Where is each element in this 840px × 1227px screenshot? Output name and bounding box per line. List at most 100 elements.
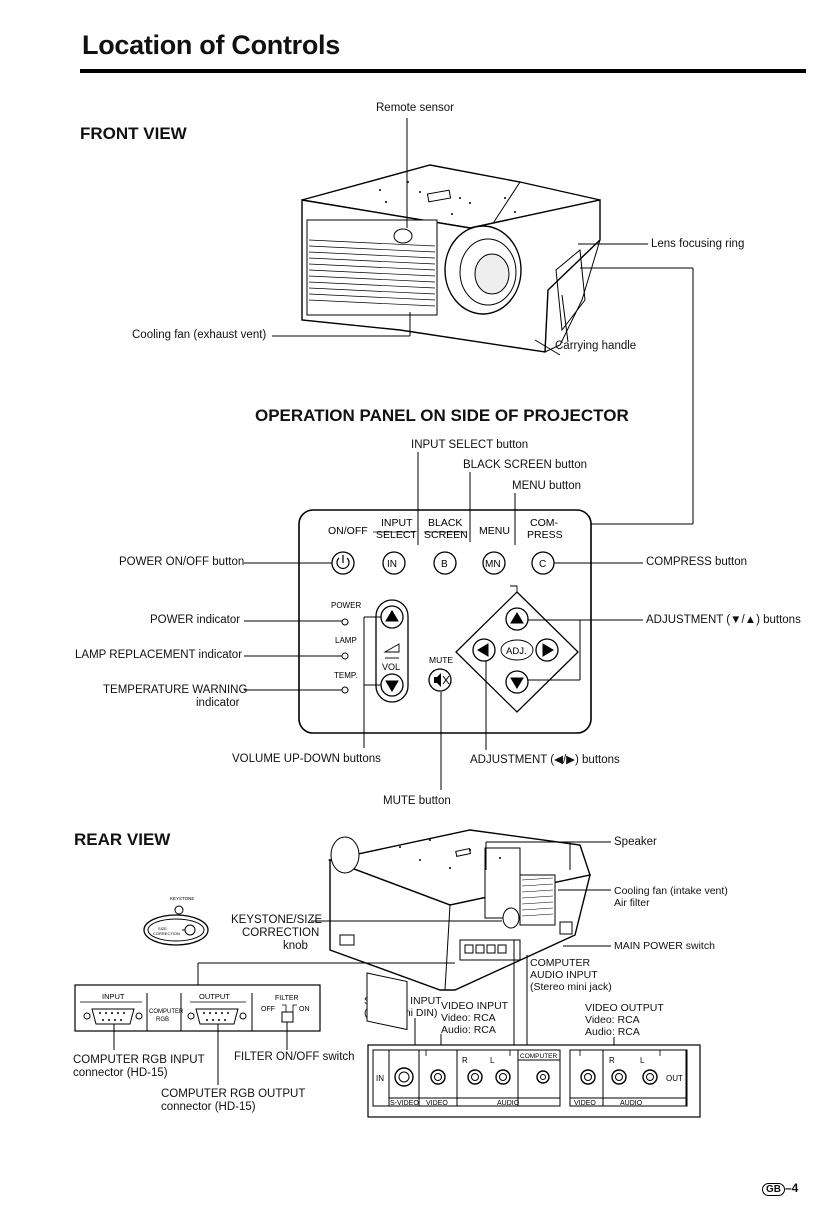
avpanel-text-r-in: R <box>462 1056 468 1065</box>
label-lens-focusing-ring: Lens focusing ring <box>651 238 745 250</box>
panel-text-menu: MENU <box>479 525 510 537</box>
label-adjustment-updown: ADJUSTMENT (▼/▲) buttons <box>646 614 801 626</box>
cpanel-text-filter: FILTER <box>275 995 299 1002</box>
label-computer-rgb-input-1: COMPUTER RGB INPUT <box>73 1054 205 1066</box>
computer-connector-panel <box>74 984 321 1085</box>
label-computer-audio-2: AUDIO INPUT <box>530 969 598 981</box>
label-speaker: Speaker <box>614 836 657 848</box>
panel-text-btn-in: IN <box>387 559 397 570</box>
label-video-input-2: Video: RCA <box>441 1012 496 1024</box>
label-input-select: INPUT SELECT button <box>411 439 529 451</box>
label-filter-switch: FILTER ON/OFF switch <box>234 1051 355 1063</box>
avpanel-text-audio-out: AUDIO <box>620 1100 643 1107</box>
av-panel-text: IN OUT R L COMPUTER R L S-VIDEO VIDEO AU… <box>376 1053 683 1107</box>
cpanel-text-computer: COMPUTER <box>149 1009 184 1015</box>
label-menu: MENU button <box>512 480 582 492</box>
label-power-indicator: POWER indicator <box>150 614 241 626</box>
rear-view-heading: REAR VIEW <box>74 830 171 849</box>
operation-panel-leader-lines <box>244 452 643 790</box>
label-lamp-replacement: LAMP REPLACEMENT indicator <box>75 649 243 661</box>
rear-projector-illustration <box>327 829 591 1031</box>
panel-text-onoff: ON/OFF <box>328 525 368 537</box>
label-video-output-1: VIDEO OUTPUT <box>585 1002 664 1014</box>
panel-text-adj: ADJ. <box>506 646 527 657</box>
label-keystone-2: CORRECTION <box>242 927 320 939</box>
label-computer-audio-3: (Stereo mini jack) <box>530 981 612 993</box>
cpanel-text-rgb: RGB <box>156 1017 169 1023</box>
computer-panel-text: INPUT OUTPUT COMPUTER RGB FILTER OFF ON <box>102 992 310 1023</box>
panel-text-btn-b: B <box>441 559 448 570</box>
page-title: Location of Controls <box>82 30 340 60</box>
panel-text-com-1: COM- <box>530 517 558 529</box>
page-number: GB–4 <box>762 1181 798 1196</box>
cpanel-text-on: ON <box>299 1006 310 1013</box>
avpanel-text-r-out: R <box>609 1056 615 1065</box>
front-view-heading: FRONT VIEW <box>80 124 187 143</box>
label-video-input-3: Audio: RCA <box>441 1024 496 1036</box>
rear-view-leader-lines <box>197 841 615 1077</box>
avpanel-text-audio-in: AUDIO <box>497 1100 520 1107</box>
panel-text-mute: MUTE <box>429 655 453 665</box>
panel-text-btn-mn: MN <box>485 559 501 570</box>
avpanel-text-l-out: L <box>640 1056 645 1065</box>
panel-text-btn-c: C <box>539 559 546 570</box>
label-keystone-1: KEYSTONE/SIZE <box>231 914 323 926</box>
cpanel-text-off: OFF <box>261 1006 275 1013</box>
operation-panel-heading: OPERATION PANEL ON SIDE OF PROJECTOR <box>255 406 629 425</box>
avpanel-text-l-in: L <box>490 1056 495 1065</box>
cpanel-text-output: OUTPUT <box>199 992 230 1001</box>
cpanel-text-input: INPUT <box>102 992 125 1001</box>
panel-text-black-2: SCREEN <box>424 529 468 541</box>
panel-text-temp: TEMP. <box>334 671 357 680</box>
label-power-onoff: POWER ON/OFF button <box>119 556 245 568</box>
label-computer-rgb-output-2: connector (HD-15) <box>161 1101 256 1113</box>
avpanel-text-svideo: S-VIDEO <box>390 1100 419 1107</box>
panel-text-power: POWER <box>331 601 361 610</box>
avpanel-text-video-in: VIDEO <box>426 1100 448 1107</box>
avpanel-text-in: IN <box>376 1074 384 1083</box>
label-computer-rgb-input-2: connector (HD-15) <box>73 1067 168 1079</box>
knob-text-size: SIZE <box>158 926 167 931</box>
label-mute: MUTE button <box>383 795 451 807</box>
label-video-output-2: Video: RCA <box>585 1014 640 1026</box>
label-air-filter: Air filter <box>614 897 650 909</box>
knob-text-keystone: KEYSTONE <box>170 896 194 901</box>
label-cooling-fan-intake: Cooling fan (intake vent) <box>614 885 728 897</box>
label-computer-audio-1: COMPUTER <box>530 957 591 969</box>
keystone-knob-illustration <box>143 905 209 946</box>
title-rule <box>80 69 806 73</box>
label-temperature-warning-2: indicator <box>196 697 240 709</box>
panel-text-input-2: SELECT <box>376 529 417 541</box>
knob-text-correction: CORRECTION <box>153 931 180 936</box>
panel-text-com-2: PRESS <box>527 529 563 541</box>
keystone-knob-text: KEYSTONE SIZE CORRECTION <box>153 896 194 936</box>
operation-panel-illustration <box>298 509 592 734</box>
label-volume-updown: VOLUME UP-DOWN buttons <box>232 753 381 765</box>
label-cooling-fan-exhaust: Cooling fan (exhaust vent) <box>132 329 267 341</box>
page-number-badge: GB <box>762 1183 785 1196</box>
label-black-screen: BLACK SCREEN button <box>463 459 588 471</box>
avpanel-text-out: OUT <box>666 1074 683 1083</box>
av-connector-panel <box>367 1044 701 1118</box>
label-remote-sensor: Remote sensor <box>376 102 454 114</box>
panel-text-black-1: BLACK <box>428 517 462 529</box>
label-video-input-1: VIDEO INPUT <box>441 1000 509 1012</box>
label-compress: COMPRESS button <box>646 556 747 568</box>
panel-text-vol: VOL <box>382 662 400 672</box>
page-number-suffix: –4 <box>785 1181 799 1195</box>
panel-text-input-1: INPUT <box>381 517 413 529</box>
front-projector-illustration <box>301 164 601 356</box>
front-view-leader-lines <box>272 118 694 525</box>
avpanel-text-computer: COMPUTER <box>520 1053 558 1060</box>
label-video-output-3: Audio: RCA <box>585 1026 640 1038</box>
label-keystone-3: knob <box>283 940 308 952</box>
label-main-power: MAIN POWER switch <box>614 940 715 952</box>
label-carrying-handle: Carrying handle <box>555 340 637 352</box>
avpanel-text-video-out: VIDEO <box>574 1100 596 1107</box>
label-computer-rgb-output-1: COMPUTER RGB OUTPUT <box>161 1088 306 1100</box>
label-adjustment-leftright: ADJUSTMENT (◀/▶) buttons <box>470 754 620 766</box>
panel-text-lamp: LAMP <box>335 636 357 645</box>
label-temperature-warning: TEMPERATURE WARNING <box>103 684 248 696</box>
operation-panel-text: ON/OFF INPUT SELECT BLACK SCREEN MENU CO… <box>328 517 563 680</box>
